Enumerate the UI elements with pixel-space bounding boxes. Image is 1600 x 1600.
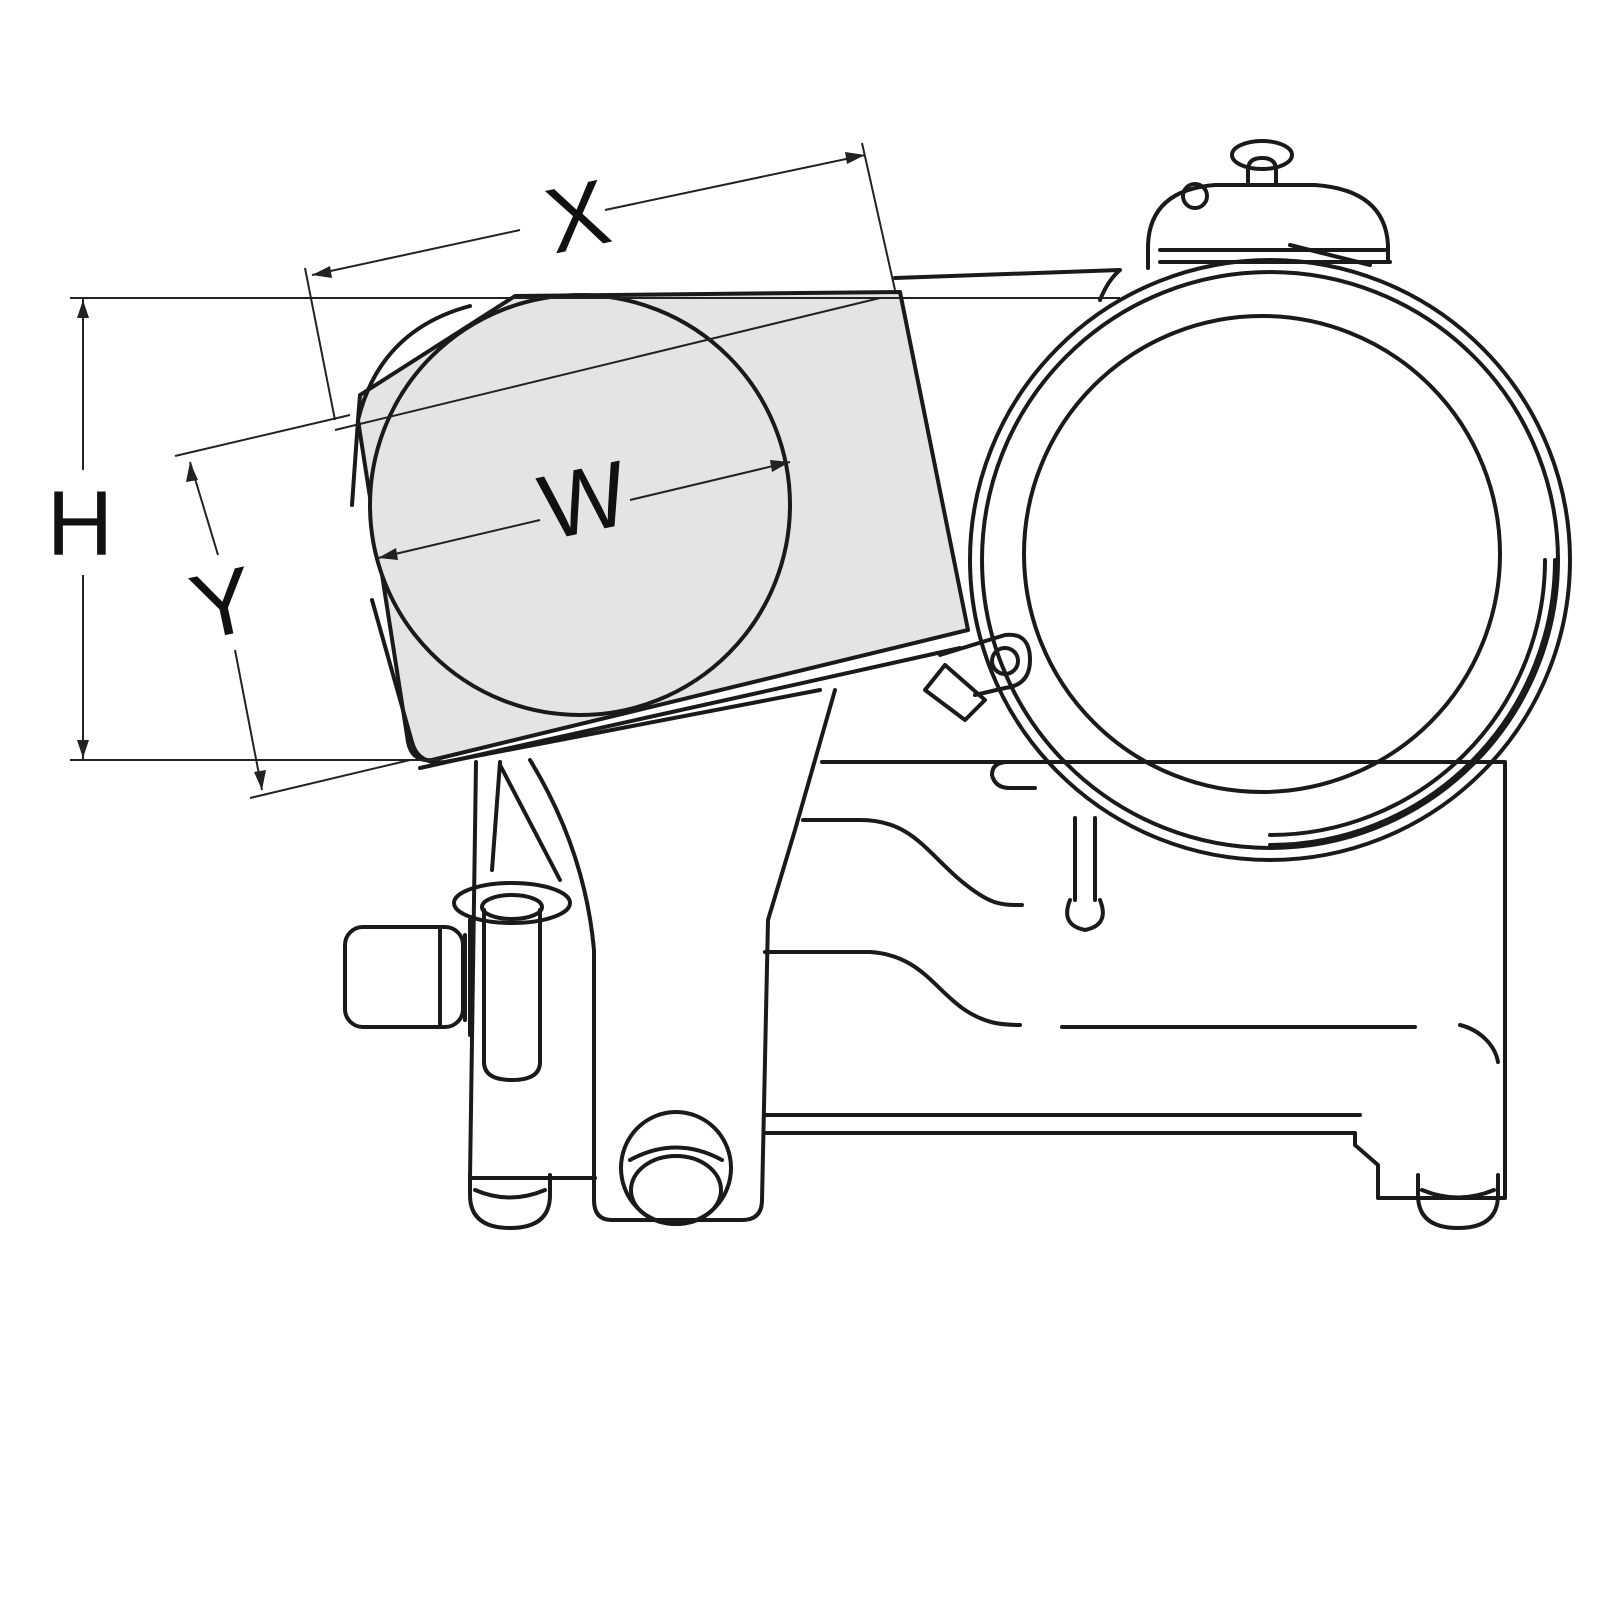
pedestal-knob — [619, 1110, 733, 1226]
carriage-plate-lower-edge — [418, 646, 962, 770]
thickness-knob — [343, 881, 572, 1082]
blade-sharpener — [1146, 139, 1392, 270]
slicer-blade — [1022, 314, 1502, 794]
carriage-pivot — [923, 632, 1032, 722]
dimension-w-label: W — [531, 442, 637, 560]
body-contour-end — [1458, 1023, 1500, 1064]
body-contour-lower — [763, 950, 1022, 1027]
dimension-x-label: X — [537, 161, 618, 274]
machine-left-brace-2 — [498, 763, 562, 882]
dimension-h-label: H — [47, 473, 113, 575]
machine-foot-left — [468, 1173, 552, 1230]
machine-foot-right — [1416, 1173, 1500, 1230]
machine-left-brace — [490, 760, 502, 872]
machine-pedestal — [528, 688, 837, 1222]
carriage-plate-edge — [350, 304, 472, 507]
product-round-item — [368, 293, 792, 717]
slicer-machine — [343, 139, 1572, 1230]
blade-guard — [968, 258, 1572, 862]
gauge-lever — [990, 760, 1105, 932]
dimension-w: W — [334, 297, 881, 560]
product-area — [350, 290, 970, 770]
dimension-h: H — [47, 297, 1120, 761]
machine-base-frame — [763, 760, 1507, 1200]
dimension-y-label: Y — [182, 548, 263, 661]
body-contour-upper — [801, 818, 1024, 907]
carriage-top-line — [893, 268, 1122, 302]
